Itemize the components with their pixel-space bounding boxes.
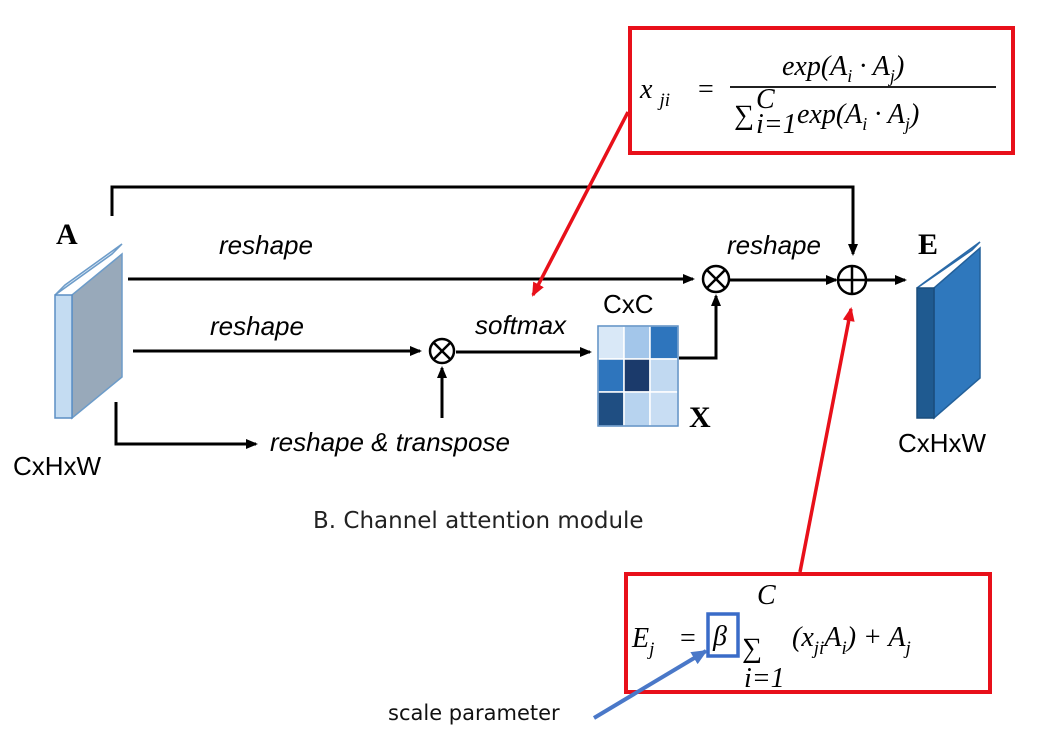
matrix-cell xyxy=(597,325,625,360)
matrix-cell xyxy=(623,358,651,393)
output-term-open: (x xyxy=(792,622,814,653)
tensor-a-side xyxy=(71,252,123,420)
reshape-transpose-label: reshape & transpose xyxy=(270,427,510,457)
beta-highlight-box xyxy=(706,612,740,658)
tensor-a-label: A xyxy=(56,218,78,251)
beta-symbol: β xyxy=(712,621,727,652)
formula-sum-sup: C xyxy=(756,84,775,115)
add-operator xyxy=(836,264,868,296)
scale-parameter-label: scale parameter xyxy=(388,701,560,725)
softmax-label: softmax xyxy=(475,310,567,340)
formula-lhs: x xyxy=(639,74,653,105)
tensor-e-dims: CxHxW xyxy=(898,428,987,458)
formula-eq: = xyxy=(698,74,714,105)
svg-text:x ji: x ji xyxy=(639,74,670,111)
matrix-cell xyxy=(649,325,679,360)
formula-numerator: exp(A xyxy=(782,51,848,82)
formula-den-sub1: i xyxy=(862,114,867,134)
svg-text:exp(Ai · Aj): exp(Ai · Aj) xyxy=(797,99,919,134)
matrix-cell xyxy=(623,391,651,427)
tensor-a-dims: CxHxW xyxy=(13,451,102,481)
reshape-transpose-arrow xyxy=(114,402,258,449)
output-formula: Ej = β C ∑ i=1 (xjiAi) + Aj xyxy=(631,580,911,694)
tensor-a-top xyxy=(54,243,123,296)
output-lhs: E xyxy=(631,623,649,654)
formula-sum: ∑ xyxy=(734,100,754,131)
output-term-mid: A xyxy=(822,622,842,653)
output-formula-pointer xyxy=(798,307,855,573)
tensor-a xyxy=(54,243,123,420)
formula-den-sub2: j xyxy=(903,114,910,134)
formula-num-end: ) xyxy=(893,51,904,82)
tensor-a-front xyxy=(54,294,73,419)
reshape-top-label: reshape xyxy=(219,230,313,260)
formula-lhs-sub: ji xyxy=(656,90,670,111)
output-eq: = xyxy=(680,623,696,654)
svg-text:exp(Ai · Aj): exp(Ai · Aj) xyxy=(782,51,904,86)
output-lhs-sub: j xyxy=(646,639,654,660)
matrix-cell xyxy=(649,358,679,393)
formula-den-end: ) xyxy=(908,99,919,130)
output-sum-sup: C xyxy=(757,580,776,611)
matrix-x-dims: CxC xyxy=(603,289,654,319)
tensor-e xyxy=(916,241,981,420)
reshape-mid-label: reshape xyxy=(210,311,304,341)
output-term-sub2: i xyxy=(841,638,846,659)
matrix-to-multiply-arrow xyxy=(679,294,721,360)
matrix-cell xyxy=(623,325,651,360)
output-term-sub3: j xyxy=(903,638,911,659)
svg-text:(xjiAi) + Aj: (xjiAi) + Aj xyxy=(792,622,911,659)
reshape-out-label: reshape xyxy=(727,230,821,260)
formula-num-sub2: j xyxy=(888,66,895,86)
output-sum-sub: i=1 xyxy=(744,663,785,694)
output-sum: ∑ xyxy=(742,633,762,664)
tensor-e-top xyxy=(916,241,981,289)
tensor-e-label: E xyxy=(918,228,938,261)
formula-den-mid: · A xyxy=(867,99,905,130)
formula-num-mid: · A xyxy=(852,51,890,82)
formula-sum-sub: i=1 xyxy=(756,109,797,140)
formula-num-sub1: i xyxy=(847,66,852,86)
scale-parameter-pointer xyxy=(592,649,708,720)
formula-denominator: exp(A xyxy=(797,99,863,130)
output-term-close: ) + A xyxy=(845,622,907,653)
svg-text:Ej: Ej xyxy=(631,623,654,660)
matmul-operator-mid xyxy=(428,337,456,365)
tensor-e-front xyxy=(916,287,935,419)
matrix-cell xyxy=(649,391,679,427)
skip-connection-arrow xyxy=(110,185,858,256)
matrix-cell xyxy=(597,391,625,427)
matmul-operator-top xyxy=(701,264,731,294)
matrix-x-label: X xyxy=(689,401,711,434)
softmax-formula-pointer xyxy=(531,111,630,297)
diagram-caption: B. Channel attention module xyxy=(313,508,644,534)
tensor-e-side xyxy=(933,246,981,420)
softmax-formula: x ji = exp(Ai · Aj) ∑ C i=1 exp(Ai · Aj) xyxy=(639,51,996,140)
matrix-cell xyxy=(597,358,625,393)
output-term-sub1: ji xyxy=(811,638,825,659)
attention-matrix-x xyxy=(597,325,679,427)
output-formula-box xyxy=(624,572,992,694)
softmax-formula-box xyxy=(628,26,1015,155)
